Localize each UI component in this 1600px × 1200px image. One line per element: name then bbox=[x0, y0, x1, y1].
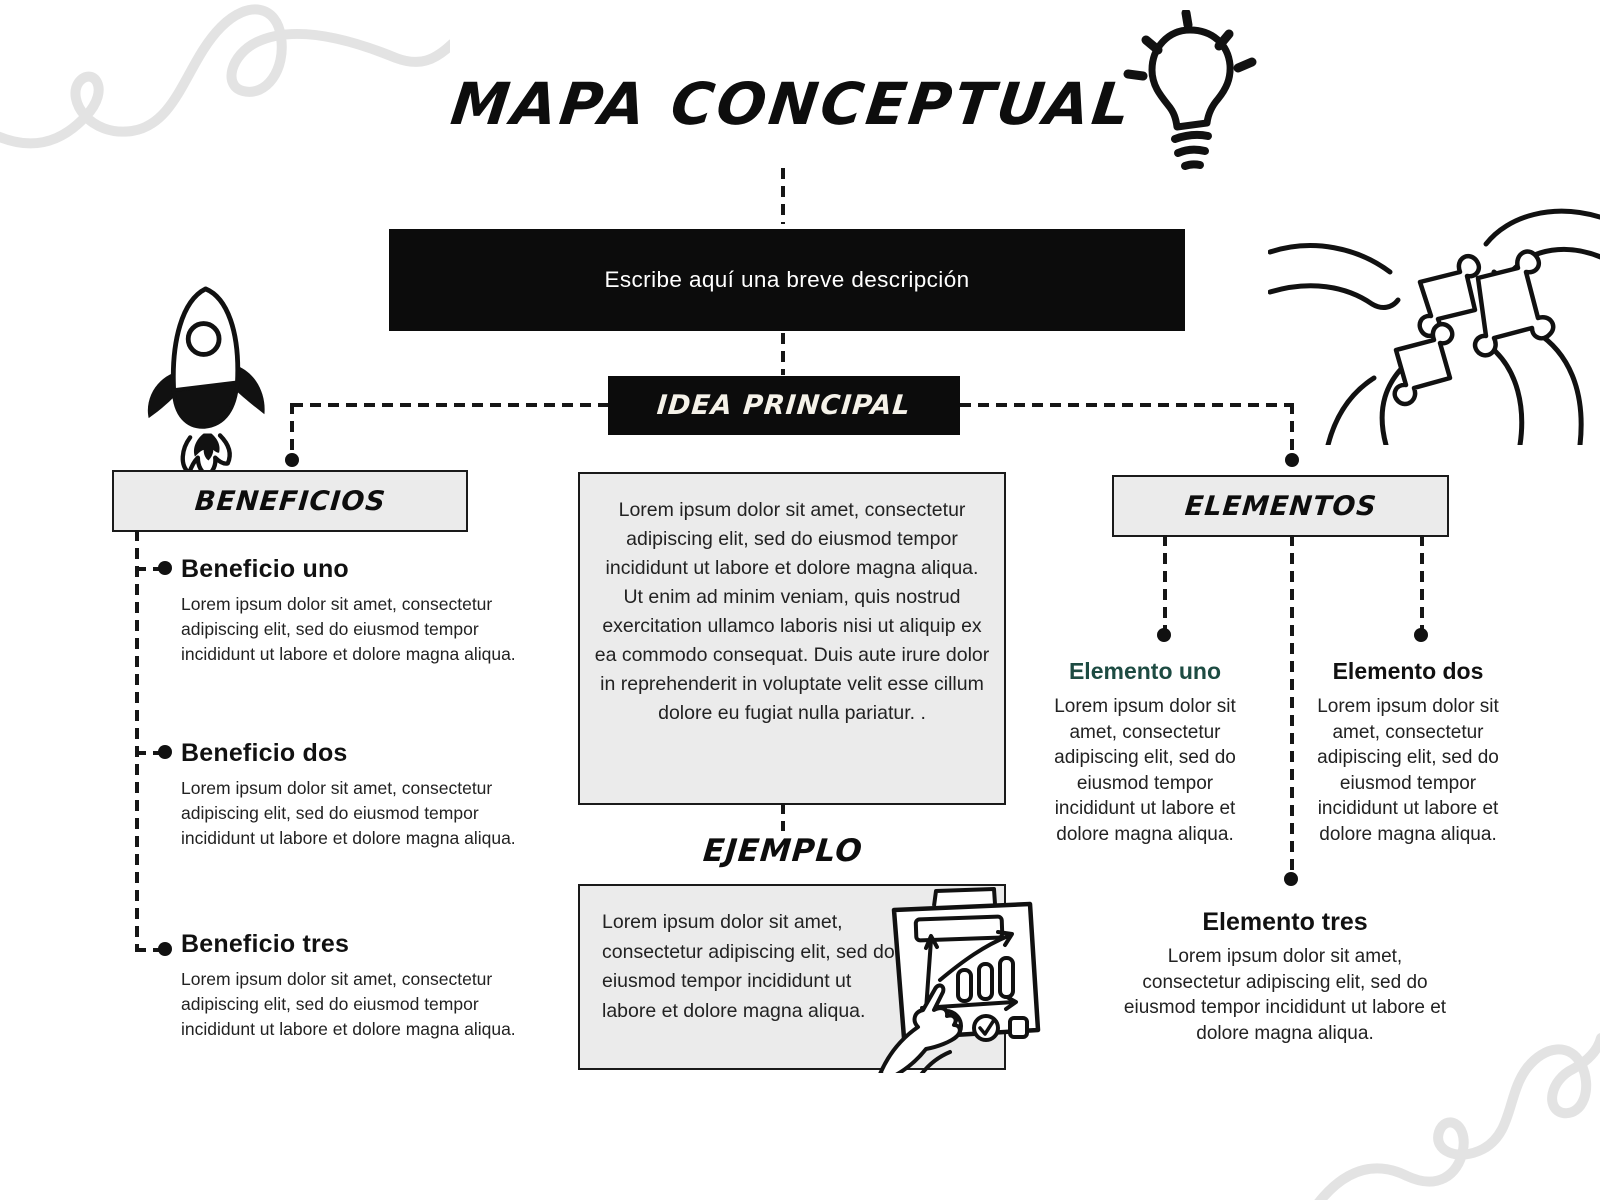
benefits-header: BENEFICIOS bbox=[193, 485, 387, 517]
main-idea-body: Lorem ipsum dolor sit amet, consectetur … bbox=[594, 499, 990, 724]
lightbulb-icon bbox=[1123, 10, 1257, 170]
benefits-spine bbox=[135, 530, 139, 951]
chart-hand-icon bbox=[878, 887, 1041, 1073]
main-idea-body-box: Lorem ipsum dolor sit amet, consectetur … bbox=[578, 472, 1006, 805]
example-header: EJEMPLO bbox=[701, 833, 865, 869]
connector-ejemplo bbox=[781, 803, 785, 831]
element-dot-3 bbox=[1284, 872, 1298, 886]
benefit-3-body: Lorem ipsum dolor sit amet, consectetur … bbox=[181, 969, 516, 1039]
connector-dot bbox=[285, 453, 299, 467]
connector-bar-idea bbox=[781, 333, 785, 375]
benefit-dot-2 bbox=[158, 745, 172, 759]
element-1-title: Elemento uno bbox=[1068, 658, 1222, 684]
element-line-2 bbox=[1420, 535, 1424, 631]
element-dot-2 bbox=[1414, 628, 1428, 642]
benefit-2-title: Beneficio dos bbox=[181, 739, 348, 767]
benefit-1-body: Lorem ipsum dolor sit amet, consectetur … bbox=[181, 594, 516, 664]
rocket-icon bbox=[147, 286, 265, 478]
element-line-1 bbox=[1163, 535, 1167, 631]
description-bar: Escribe aquí una breve descripción bbox=[389, 229, 1185, 331]
connector-idea-right-drop bbox=[1290, 403, 1294, 456]
benefit-stub-1 bbox=[135, 567, 161, 571]
benefit-dot-3 bbox=[158, 942, 172, 956]
benefit-1-title: Beneficio uno bbox=[181, 555, 349, 583]
elements-header-box: ELEMENTOS bbox=[1112, 475, 1449, 537]
example-body: Lorem ipsum dolor sit amet, consectetur … bbox=[602, 911, 895, 1022]
main-idea-box: IDEA PRINCIPAL bbox=[608, 376, 960, 435]
element-3-body: Lorem ipsum dolor sit amet, consectetur … bbox=[1123, 946, 1447, 1044]
element-1-body: Lorem ipsum dolor sit amet, consectetur … bbox=[1054, 696, 1236, 845]
connector-idea-left bbox=[292, 403, 608, 407]
connector-title-bar bbox=[781, 168, 785, 224]
description-bar-text: Escribe aquí una breve descripción bbox=[604, 267, 970, 292]
element-2-title: Elemento dos bbox=[1332, 658, 1484, 684]
connector-dot bbox=[1285, 453, 1299, 467]
main-idea-label: IDEA PRINCIPAL bbox=[655, 390, 913, 421]
puzzle-hands-icon bbox=[1268, 208, 1600, 445]
squiggle-icon bbox=[1314, 1033, 1600, 1200]
benefit-stub-3 bbox=[135, 948, 161, 952]
page-title: MAPA CONCEPTUAL bbox=[447, 70, 1137, 138]
element-3-title: Elemento tres bbox=[1202, 908, 1368, 936]
connector-idea-right bbox=[960, 403, 1292, 407]
benefits-header-box: BENEFICIOS bbox=[112, 470, 468, 532]
element-dot-1 bbox=[1157, 628, 1171, 642]
element-line-3 bbox=[1290, 535, 1294, 875]
squiggle-icon bbox=[0, 4, 450, 149]
benefit-3-title: Beneficio tres bbox=[181, 930, 350, 958]
benefit-stub-2 bbox=[135, 751, 161, 755]
benefit-2-body: Lorem ipsum dolor sit amet, consectetur … bbox=[181, 778, 516, 848]
benefit-dot-1 bbox=[158, 561, 172, 575]
element-2-body: Lorem ipsum dolor sit amet, consectetur … bbox=[1317, 696, 1499, 845]
connector-idea-left-drop bbox=[290, 403, 294, 456]
elements-header: ELEMENTOS bbox=[1183, 490, 1378, 522]
